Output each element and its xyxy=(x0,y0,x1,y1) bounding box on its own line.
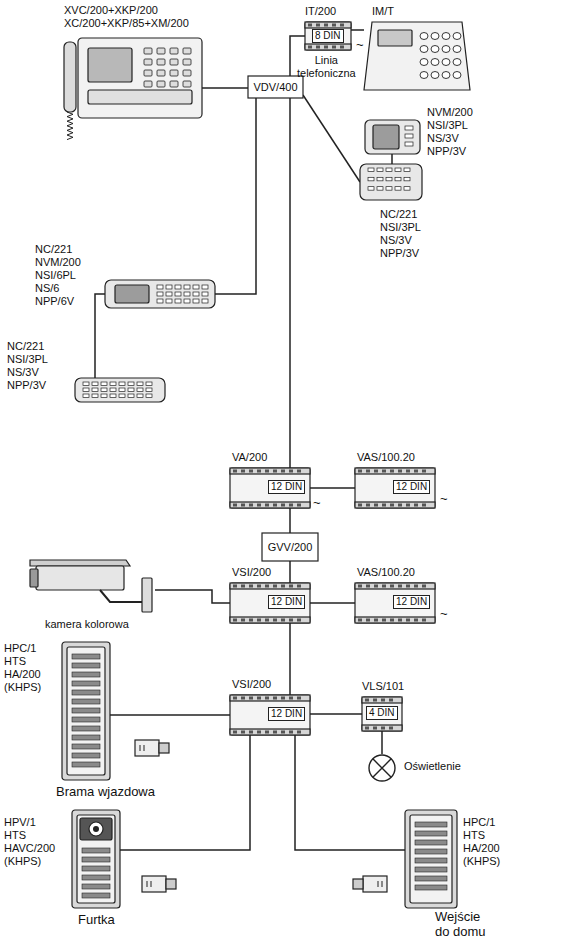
color-camera-outline xyxy=(30,556,155,614)
din-size-label: 12 DIN xyxy=(393,480,430,494)
intercom-panel-outline xyxy=(105,280,215,308)
wire-connector xyxy=(381,731,383,754)
device-label: VSI/200 xyxy=(232,678,271,691)
device-label: Furtka xyxy=(78,912,115,927)
intercom-keypad-outline xyxy=(360,164,422,200)
device-label: Linia telefoniczna xyxy=(297,54,356,80)
wire-connector xyxy=(95,294,105,378)
device-label: VSI/200 xyxy=(232,566,271,579)
door-lock-symbol xyxy=(142,876,176,892)
video-door-station-outline xyxy=(72,810,120,908)
door-station: HPC/1 HTS HA/200 (KHPS)Wejście do domu xyxy=(405,810,457,908)
wire-connector xyxy=(310,602,355,604)
power-supply-mark: ~ xyxy=(440,492,448,506)
device-label: VA/200 xyxy=(232,451,267,464)
module-box: GVV/200 xyxy=(262,533,318,561)
wire-connector xyxy=(289,508,291,533)
wire-connector xyxy=(289,623,291,695)
device-label: VAS/100.20 xyxy=(357,451,415,464)
din-size-label: 12 DIN xyxy=(268,595,305,609)
power-supply-mark: ~ xyxy=(313,496,321,510)
device-label: NC/221 NSI/3PL NS/3V NPP/3V xyxy=(7,340,48,392)
device-label: kamera kolorowa xyxy=(45,618,129,631)
wire-connector xyxy=(289,98,291,468)
din-module: VSI/20012 DIN xyxy=(230,583,310,623)
intercom-panel: NC/221 NVM/200 NSI/6PL NS/6 NPP/6V xyxy=(105,280,215,308)
device-label: Brama wjazdowa xyxy=(56,784,155,799)
door-station: HPC/1 HTS HA/200 (KHPS)Brama wjazdowa xyxy=(62,642,110,780)
device-label: HPV/1 HTS HAVC/200 (KHPS) xyxy=(4,816,55,868)
device-label: IM/T xyxy=(372,5,394,18)
door-station-outline xyxy=(62,642,110,780)
power-supply-mark: ~ xyxy=(440,607,448,621)
video-monitor: XVC/200+XKP/200 XC/200+XKP/85+XM/200 xyxy=(62,38,202,142)
device-label: Oświetlenie xyxy=(404,760,461,773)
door-station-outline xyxy=(405,810,457,908)
device-label: HPC/1 HTS HA/200 (KHPS) xyxy=(463,816,500,868)
wire-connector xyxy=(303,95,360,182)
device-label: VLS/101 xyxy=(362,680,404,693)
din-size-label: 8 DIN xyxy=(312,29,344,43)
wire-connector xyxy=(295,735,405,850)
wire-connector xyxy=(351,29,364,31)
intercom-keypad-outline xyxy=(75,378,165,402)
din-size-label: 12 DIN xyxy=(393,595,430,609)
video-door-station: HPV/1 HTS HAVC/200 (KHPS)Furtka xyxy=(72,810,120,908)
din-size-label: 12 DIN xyxy=(268,707,305,721)
wire-connector xyxy=(155,590,230,603)
din-module: VA/20012 DIN xyxy=(230,468,310,508)
intercom-keypad: NC/221 NSI/3PL NS/3V NPP/3V xyxy=(360,164,422,200)
wire-connector xyxy=(391,154,393,164)
door-lock-symbol xyxy=(353,876,387,892)
module-label: GVV/200 xyxy=(262,541,318,554)
din-size-label: 4 DIN xyxy=(366,706,398,720)
video-monitor-outline xyxy=(62,38,202,142)
din-module: VAS/100.2012 DIN xyxy=(355,468,435,508)
wire-connector xyxy=(110,714,230,716)
din-size-label: 12 DIN xyxy=(268,480,305,494)
device-label: VAS/100.20 xyxy=(357,566,415,579)
power-supply-mark: ~ xyxy=(356,38,364,52)
telephone-interface-outline xyxy=(364,22,470,90)
din-module: VAS/100.2012 DIN xyxy=(355,583,435,623)
wire-connector xyxy=(202,87,248,89)
device-label: NC/221 NVM/200 NSI/6PL NS/6 NPP/6V xyxy=(35,243,81,308)
device-label: IT/200 xyxy=(305,5,336,18)
module-box: VDV/400 xyxy=(248,76,303,98)
device-label: Wejście do domu xyxy=(435,909,497,939)
lamp-symbol-outline xyxy=(368,754,396,782)
din-module: VSI/20012 DIN xyxy=(230,695,310,735)
din-module: IT/2008 DINLinia telefoniczna xyxy=(305,22,351,50)
wire-connector xyxy=(289,561,291,583)
device-label: XVC/200+XKP/200 XC/200+XKP/85+XM/200 xyxy=(64,4,189,30)
device-label: NC/221 NSI/3PL NS/3V NPP/3V xyxy=(380,208,421,260)
intercom-keypad: NC/221 NSI/3PL NS/3V NPP/3V xyxy=(75,378,165,402)
device-label: NVM/200 NSI/3PL NS/3V NPP/3V xyxy=(427,106,473,158)
module-label: VDV/400 xyxy=(248,81,303,94)
wire-connector xyxy=(310,713,362,715)
lamp-symbol: Oświetlenie xyxy=(368,754,396,782)
din-module: VLS/1014 DIN xyxy=(362,697,402,731)
display-module-outline xyxy=(365,120,420,154)
door-lock-symbol xyxy=(135,740,169,756)
telephone-interface: IM/T xyxy=(364,22,470,90)
wire-connector xyxy=(310,487,355,489)
display-module: NVM/200 NSI/3PL NS/3V NPP/3V xyxy=(365,120,420,154)
color-camera: kamera kolorowa xyxy=(30,556,155,614)
wire-connector xyxy=(215,98,256,294)
device-label: HPC/1 HTS HA/200 (KHPS) xyxy=(4,642,41,694)
